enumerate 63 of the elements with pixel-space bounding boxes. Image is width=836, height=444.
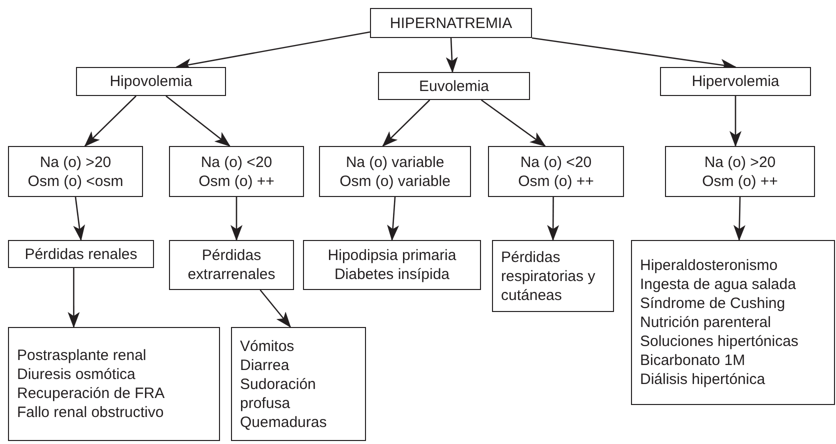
box-text: Recuperación de FRA <box>17 384 166 403</box>
arrow <box>730 96 742 147</box>
box-text: Ingesta de agua salada <box>640 275 797 294</box>
box-text: Diarrea <box>240 356 290 374</box>
box-text: Diabetes insípida <box>333 265 451 284</box>
arrow <box>68 268 80 328</box>
box-text: Euvolemia <box>418 76 490 96</box>
box-text: Na (o) >20 <box>38 152 112 172</box>
box-text: Diálisis hipertónica <box>640 370 766 389</box>
box-text: Pérdidas respiratorias y cutáneas <box>501 248 596 304</box>
flow-box <box>378 72 530 100</box>
box-text: Na (o) >20 <box>703 152 777 172</box>
box-text: Hiperaldosteronismo <box>640 256 779 275</box>
box-text: Pérdidas renales <box>24 244 138 264</box>
flow-box <box>231 327 366 441</box>
arrow <box>446 38 458 73</box>
flow-box <box>370 8 532 38</box>
box-text: Osm (o) ++ <box>198 172 276 190</box>
arrow <box>387 196 400 241</box>
flow-box <box>8 327 220 441</box>
arrow <box>733 196 746 241</box>
box-text: Hipodipsia primaria <box>326 246 458 265</box>
box-text: HIPERNATREMIA <box>388 14 514 32</box>
flow-box <box>665 146 815 197</box>
arrow <box>260 290 292 328</box>
flow-box <box>492 240 614 312</box>
arrow <box>547 197 560 241</box>
arrow <box>382 100 430 147</box>
flow-box <box>303 240 481 290</box>
box-text: Diuresis osmótica <box>17 365 136 384</box>
arrow <box>84 96 136 147</box>
box-text: Osm (o) ++ <box>517 172 595 190</box>
flow-box <box>8 146 143 197</box>
box-text: Nutrición parenteral <box>640 313 772 332</box>
box-text: Na (o) <20 <box>200 152 274 172</box>
box-text: Fallo renal obstructivo <box>17 403 165 422</box>
arrow <box>230 197 242 241</box>
flow-box <box>76 67 226 96</box>
box-text: Bicarbonato 1M <box>640 351 746 370</box>
arrow <box>166 95 231 147</box>
box-text: Osm (o) ++ <box>701 172 779 190</box>
box-text: Pérdidas extrarrenales <box>186 246 276 284</box>
flow-box <box>488 146 624 197</box>
flow-box <box>319 146 471 197</box>
flow-box <box>169 146 304 197</box>
box-text: Osm (o) <osm <box>26 172 124 190</box>
box-text: Na (o) variable <box>344 152 446 172</box>
box-text: Síndrome de Cushing <box>640 294 786 313</box>
arrow <box>73 196 86 241</box>
box-text: Postrasplante renal <box>17 346 148 365</box>
box-text: Hipervolemia <box>690 72 780 91</box>
box-text: Soluciones hipertónicas <box>640 332 800 351</box>
box-text: Vómitos <box>240 336 296 356</box>
box-text: Hipovolemia <box>108 72 194 91</box>
flow-box <box>8 240 154 268</box>
flow-box <box>660 67 811 96</box>
box-text: Quemaduras <box>240 412 328 432</box>
box-text: Osm (o) variable <box>338 172 452 190</box>
box-text: Sudoración profusa <box>240 374 317 412</box>
box-text: Na (o) <20 <box>519 152 593 172</box>
arrow <box>480 99 546 147</box>
flow-box <box>169 240 294 290</box>
flow-box <box>631 240 835 405</box>
